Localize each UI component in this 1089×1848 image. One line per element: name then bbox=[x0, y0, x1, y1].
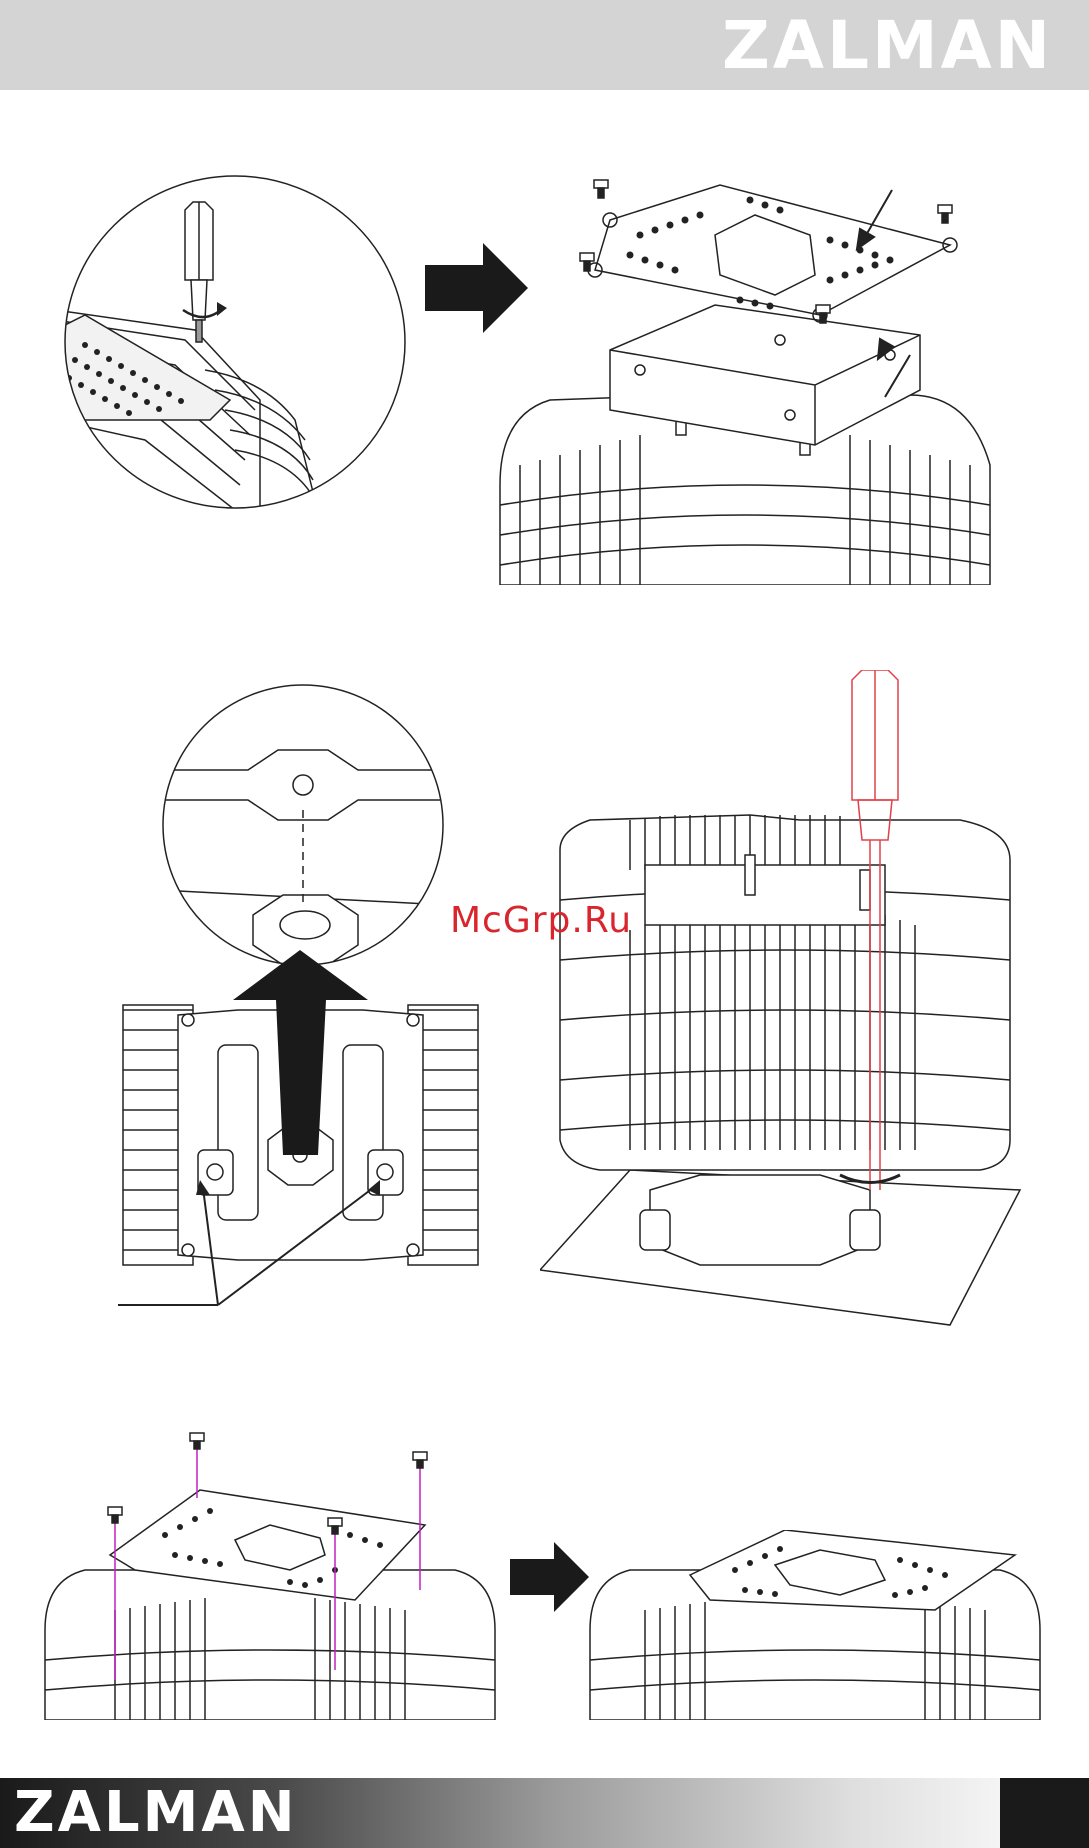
step2-cooler-on-board bbox=[540, 670, 1030, 1330]
step3-fan-plate-install bbox=[35, 1430, 505, 1720]
screwdriver-icon bbox=[185, 202, 213, 342]
step2-magnified-detail bbox=[158, 680, 448, 970]
step1-exploded-assembly bbox=[490, 165, 1050, 585]
footer-brand-logo: ZALMAN bbox=[14, 1784, 298, 1842]
header-brand-logo: ZALMAN bbox=[722, 14, 1053, 78]
footer-page-block bbox=[1000, 1778, 1089, 1848]
step3-arrow-right-icon bbox=[510, 1542, 590, 1612]
step1-magnified-detail bbox=[55, 170, 415, 515]
step2-bracket-topview bbox=[118, 950, 483, 1310]
watermark-text: McGrp.Ru bbox=[450, 900, 632, 941]
step3-assembled-cooler bbox=[585, 1530, 1045, 1720]
